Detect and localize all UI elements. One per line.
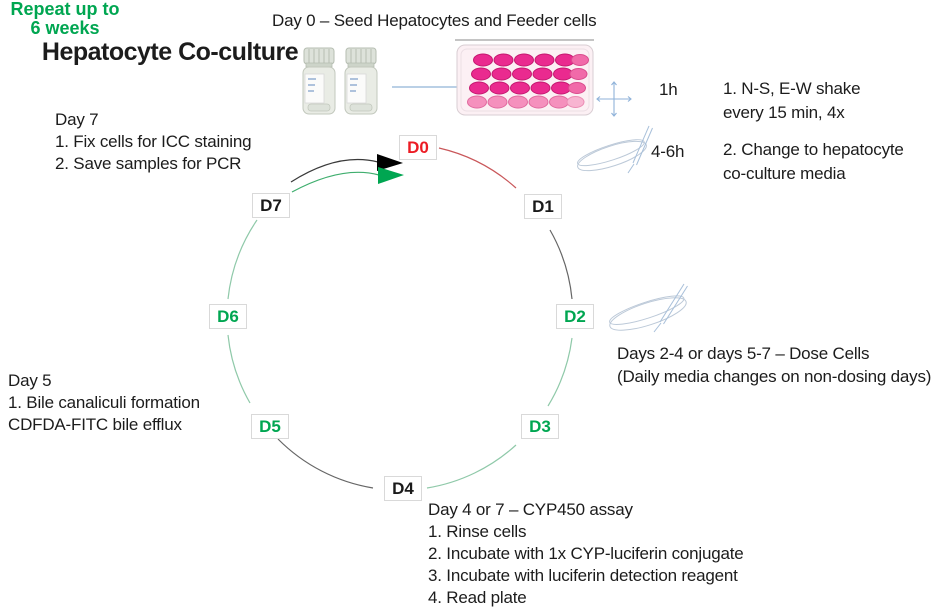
dish-pipette-icon xyxy=(609,283,688,333)
day5-note: Day 5 1. Bile canaliculi formation CDFDA… xyxy=(8,370,200,436)
day-label-d3: D3 xyxy=(521,414,559,439)
step1-duration: 1h xyxy=(659,80,678,99)
cyp450-title: Day 4 or 7 – CYP450 assay xyxy=(428,500,633,519)
cyp450-line3: 3. Incubate with luciferin detection rea… xyxy=(428,566,738,585)
day7-note: Day 7 1. Fix cells for ICC staining 2. S… xyxy=(55,109,252,175)
shake-cross-icon xyxy=(596,81,632,117)
cyp450-note: Day 4 or 7 – CYP450 assay 1. Rinse cells… xyxy=(428,499,744,609)
repeat-line2: 6 weeks xyxy=(30,18,100,38)
well-plate-icon xyxy=(455,39,594,116)
day-label-d0: D0 xyxy=(399,135,437,160)
day-label-d5: D5 xyxy=(251,414,289,439)
cycle-arrow-icon xyxy=(290,154,403,183)
dose-line2: (Daily media changes on non-dosing days) xyxy=(617,367,932,386)
arc-d0-d1 xyxy=(438,147,517,189)
step1-note: 1. N-S, E-W shake every 15 min, 4x xyxy=(723,77,861,125)
step1-line2: every 15 min, 4x xyxy=(723,103,845,122)
day7-title: Day 7 xyxy=(55,110,99,129)
arc-d4-d5 xyxy=(277,438,374,489)
cyp450-line1: 1. Rinse cells xyxy=(428,522,527,541)
arc-d1-d2 xyxy=(549,229,573,300)
day5-title: Day 5 xyxy=(8,371,52,390)
day5-line2: CDFDA-FITC bile efflux xyxy=(8,415,182,434)
dish-pipette-icon xyxy=(577,125,653,174)
day7-line1: 1. Fix cells for ICC staining xyxy=(55,132,252,151)
day5-line1: 1. Bile canaliculi formation xyxy=(8,393,200,412)
day7-line2: 2. Save samples for PCR xyxy=(55,154,242,173)
day-label-d2: D2 xyxy=(556,304,594,329)
arc-d3-d4 xyxy=(426,444,517,489)
arc-d6-d7 xyxy=(227,219,258,300)
cryovial-tubes-icon xyxy=(302,47,378,115)
step1-line1: 1. N-S, E-W shake xyxy=(723,79,861,98)
day-label-d6: D6 xyxy=(209,304,247,329)
dose-line1: Days 2-4 or days 5-7 – Dose Cells xyxy=(617,344,870,363)
step2-line1: 2. Change to hepatocyte xyxy=(723,140,904,159)
cyp450-line2: 2. Incubate with 1x CYP-luciferin conjug… xyxy=(428,544,744,563)
arc-d5-d6 xyxy=(227,334,251,404)
dose-note: Days 2-4 or days 5-7 – Dose Cells (Daily… xyxy=(617,342,931,388)
repeat-label: Repeat up to 6 weeks xyxy=(0,0,130,38)
cycle-title: Hepatocyte Co-culture xyxy=(41,38,299,66)
step2-duration: 4-6h xyxy=(651,142,685,161)
arc-d2-d3 xyxy=(547,337,573,407)
step2-line2: co-culture media xyxy=(723,164,846,183)
day0-title: Day 0 – Seed Hepatocytes and Feeder cell… xyxy=(272,11,597,30)
day-label-d4: D4 xyxy=(384,476,422,501)
step2-note: 2. Change to hepatocyte co-culture media xyxy=(723,138,904,186)
day-label-d1: D1 xyxy=(524,194,562,219)
repeat-arrow-icon xyxy=(291,167,404,193)
day-label-d7: D7 xyxy=(252,193,290,218)
cyp450-line4: 4. Read plate xyxy=(428,588,527,607)
repeat-line1: Repeat up to xyxy=(10,0,120,19)
